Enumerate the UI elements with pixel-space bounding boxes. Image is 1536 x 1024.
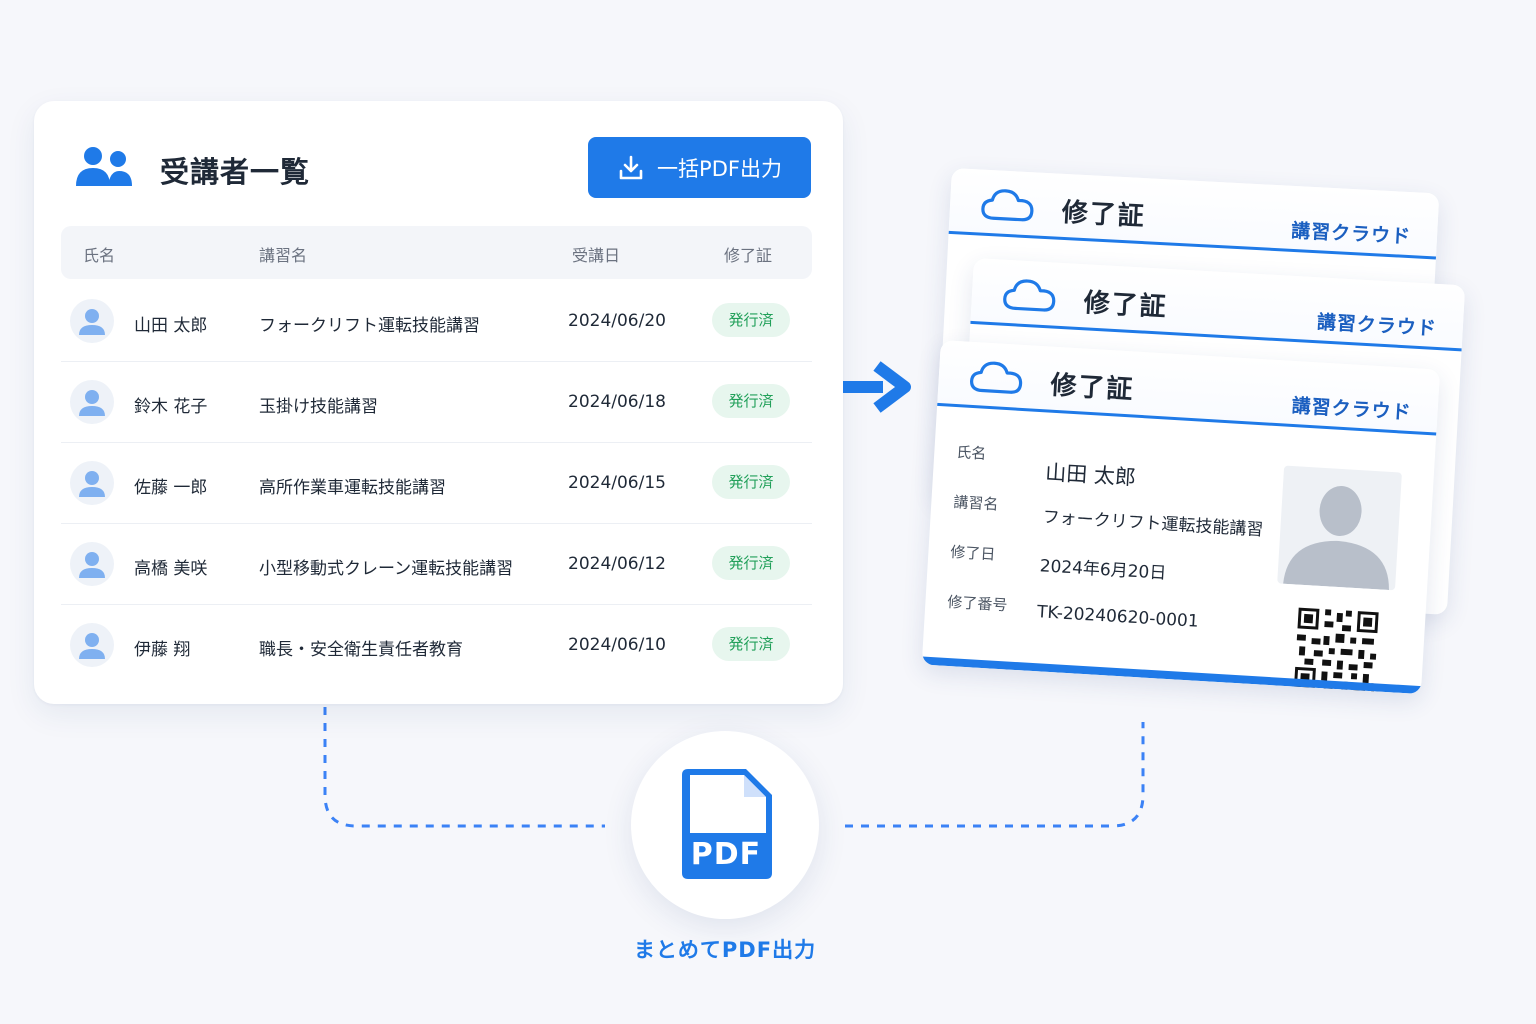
avatar-icon (70, 299, 114, 343)
table-header: 氏名 講習名 受講日 修了証 (61, 226, 812, 279)
certificate-header: 修了証 講習クラウド (970, 258, 1466, 352)
cloud-icon (981, 189, 1034, 222)
participant-name: 高橋 美咲 (134, 559, 208, 579)
brand-name: 講習クラウド (1290, 219, 1412, 249)
table-row[interactable]: 鈴木 花子 玉掛け技能講習 2024/06/18 発行済 (61, 362, 812, 443)
attendance-date: 2024/06/18 (568, 392, 666, 412)
status-badge: 発行済 (712, 627, 790, 661)
pdf-icon-label: PDF (690, 837, 762, 872)
bulk-pdf-export-button[interactable]: 一括PDF出力 (588, 137, 811, 198)
certificate-header: 修了証 講習クラウド (937, 340, 1441, 436)
cloud-icon (970, 361, 1023, 394)
course-name: 高所作業車運転技能講習 (259, 478, 446, 498)
value-number: TK-20240620-0001 (1036, 602, 1200, 632)
table-row[interactable]: 山田 太郎 フォークリフト運転技能講習 2024/06/20 発行済 (61, 281, 812, 362)
value-name: 山田 太郎 (1044, 460, 1137, 490)
pdf-file-icon (682, 769, 772, 879)
column-header-course: 講習名 (259, 246, 308, 265)
cloud-icon (1003, 279, 1056, 312)
certificate-card: 修了証 講習クラウド 氏名 山田 太郎 講習名 フォークリフト運転技能講習 修了… (921, 340, 1441, 695)
value-date: 2024年6月20日 (1039, 556, 1167, 584)
attendance-date: 2024/06/10 (568, 635, 666, 655)
certificate-title: 修了証 (1049, 370, 1136, 406)
pdf-output-badge: PDF (631, 731, 819, 919)
participant-list-panel: 受講者一覧 一括PDF出力 氏名 講習名 受講日 修了証 山田 太郎 フォークリ… (34, 101, 843, 704)
status-badge: 発行済 (712, 465, 790, 499)
person-photo-icon (1277, 465, 1402, 591)
certificate-card-back: 修了証 講習クラウド (934, 168, 1440, 524)
qr-code-icon (1290, 604, 1382, 695)
download-icon (619, 155, 643, 179)
column-header-date: 受講日 (572, 246, 621, 265)
table-row[interactable]: 伊藤 翔 職長・安全衛生責任者教育 2024/06/10 発行済 (61, 605, 812, 686)
course-name: 小型移動式クレーン運転技能講習 (259, 559, 514, 579)
column-header-name: 氏名 (83, 246, 116, 265)
participant-name: 佐藤 一郎 (134, 478, 208, 498)
table-row[interactable]: 佐藤 一郎 高所作業車運転技能講習 2024/06/15 発行済 (61, 443, 812, 524)
attendance-date: 2024/06/12 (568, 554, 666, 574)
participant-name: 山田 太郎 (134, 316, 208, 336)
course-name: フォークリフト運転技能講習 (259, 316, 480, 336)
label-name: 氏名 (955, 443, 987, 463)
value-course: フォークリフト運転技能講習 (1042, 507, 1264, 541)
attendance-date: 2024/06/15 (568, 473, 666, 493)
course-name: 職長・安全衛生責任者教育 (259, 640, 463, 660)
label-date: 修了日 (949, 542, 996, 564)
participant-name: 鈴木 花子 (134, 397, 208, 417)
panel-header: 受講者一覧 一括PDF出力 (34, 101, 843, 231)
certificate-header: 修了証 講習クラウド (948, 168, 1440, 260)
users-icon (76, 147, 132, 186)
table-row[interactable]: 高橋 美咲 小型移動式クレーン運転技能講習 2024/06/12 発行済 (61, 524, 812, 605)
column-header-certificate: 修了証 (724, 246, 773, 265)
certificate-title: 修了証 (1061, 197, 1147, 233)
brand-name: 講習クラウド (1291, 394, 1413, 425)
label-course: 講習名 (952, 493, 999, 514)
certificate-body: 氏名 山田 太郎 講習名 フォークリフト運転技能講習 修了日 2024年6月20… (941, 340, 1440, 695)
avatar-icon (70, 380, 114, 424)
course-name: 玉掛け技能講習 (259, 397, 378, 417)
certificate-title: 修了証 (1082, 288, 1169, 323)
brand-name: 講習クラウド (1316, 311, 1438, 340)
attendance-date: 2024/06/20 (568, 311, 666, 331)
avatar-icon (70, 623, 114, 667)
avatar-icon (70, 461, 114, 505)
status-badge: 発行済 (712, 303, 790, 337)
page-title: 受講者一覧 (160, 155, 311, 189)
status-badge: 発行済 (712, 546, 790, 580)
bulk-pdf-export-label: 一括PDF出力 (657, 156, 782, 181)
participant-name: 伊藤 翔 (134, 640, 191, 660)
avatar-icon (70, 542, 114, 586)
arrow-right-icon (843, 361, 911, 413)
certificate-card-back: 修了証 講習クラウド (955, 258, 1466, 615)
pdf-caption: まとめてPDF出力 (633, 938, 817, 962)
label-number: 修了番号 (946, 592, 1008, 615)
status-badge: 発行済 (712, 384, 790, 418)
